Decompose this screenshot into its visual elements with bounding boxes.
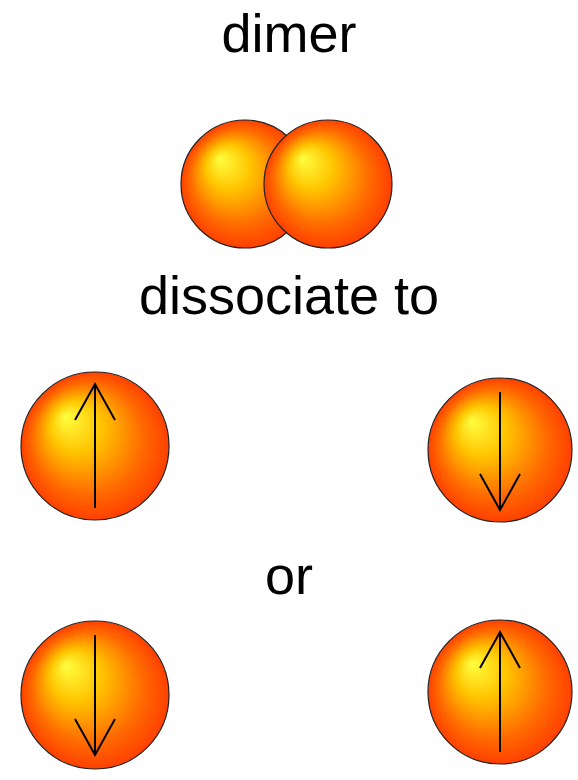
spin-down-arrow	[480, 392, 520, 510]
atom-sphere	[428, 378, 572, 522]
spin-down-arrow	[75, 635, 115, 755]
spin-up-arrow	[480, 632, 520, 752]
atom-sphere	[428, 620, 572, 764]
atom-sphere	[21, 621, 169, 769]
caption-text: or	[0, 544, 578, 606]
caption-text: dimer	[0, 2, 578, 64]
atom-sphere	[21, 372, 169, 520]
caption-text: dissociate to	[0, 264, 578, 326]
spin-up-arrow	[75, 384, 115, 508]
atom-sphere	[264, 120, 392, 248]
